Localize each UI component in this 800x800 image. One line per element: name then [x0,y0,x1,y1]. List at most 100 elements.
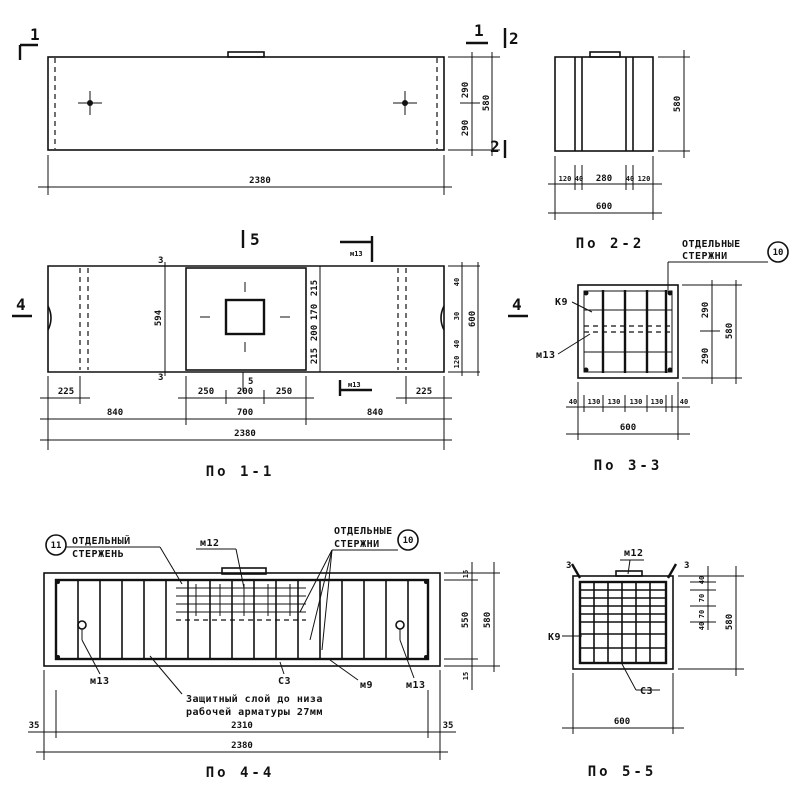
center-recess [185,267,307,371]
view-title: По 1-1 [206,464,275,480]
label-k9: К9 [555,297,568,308]
view-title: По 5-5 [588,764,657,780]
section-mark-right-bottom: 2 [490,137,500,156]
label-m12: м12 [624,548,644,559]
view-title: По 4-4 [206,765,275,781]
mark-3b: 3 [684,561,689,571]
dim-v-bottom: 15 [462,672,470,680]
dim-h-part: 120 [559,175,572,183]
dim-v-total: 580 [725,614,735,630]
callout-text-line1: ОТДЕЛЬНЫЕ [682,239,741,250]
dim-left-offset: 35 [29,721,40,731]
dim-total: 600 [614,717,630,727]
dim-v-far-right: 120 [453,356,461,369]
dim-v-total: 580 [483,612,493,628]
label-m13-right: м13 [406,680,426,691]
dim-h-part: 40 [575,175,583,183]
callout-circle [397,529,419,551]
dim-h-part: 40 [680,398,688,406]
label-top-right: м13 [350,250,363,258]
dim-h-part: 130 [630,398,643,406]
view-2-2: 580 120 40 280 40 120 600 По 2-2 [548,50,690,252]
label-c3: С3 [278,676,291,687]
dim-v-right-part: 215 [310,280,320,296]
dim-center: 700 [237,408,253,418]
lifting-loop [221,567,267,575]
view-title: По 2-2 [576,236,645,252]
callout-left-line2: СТЕРЖЕНЬ [72,549,124,560]
side-mark-left: 4 [16,295,26,314]
dim-v-top-part: 40 [698,576,706,584]
label-c3: С3 [640,686,653,697]
mark-3a: 3 [566,561,571,571]
callout-circle [767,241,789,263]
block-outline [47,265,445,373]
center-opening [224,298,266,336]
view-title: По 3-3 [594,458,663,474]
dim-edge-right: 225 [416,387,432,397]
dim-v-top-part: 40 [698,622,706,630]
dim-h-part: 130 [608,398,621,406]
block-outline [47,56,445,151]
dim-total: 2380 [249,176,271,186]
mark-3b: 3 [158,373,163,383]
dim-v-lower: 290 [461,120,471,136]
note-line2: рабочей арматуры 27мм [186,706,323,718]
section-mark-right-side: 2 [509,29,519,48]
dim-h-part: 130 [588,398,601,406]
label-bottom-right: м13 [348,381,361,389]
dim-v-right-part: 170 [310,304,320,320]
dim-v-right-part: 215 [310,348,320,364]
dim-v-total: 580 [482,95,492,111]
view-5-5: м12 3 3 К9 С3 40 70 70 40 580 600 По 5-5 [548,548,744,780]
section-mark-top: 5 [250,230,260,249]
dim-v-mid: 550 [461,612,471,628]
section-mark-left: 1 [30,25,40,44]
dim-h-part: 130 [651,398,664,406]
block-outline [577,284,679,379]
dim-center-part: 200 [237,387,253,397]
dim-v-top: 15 [462,570,470,578]
callout-left-line1: ОТДЕЛЬНЫЙ [72,534,131,547]
dim-side-left: 840 [107,408,123,418]
dim-v-upper: 290 [461,82,471,98]
dim-v-total: 600 [468,311,478,327]
label-k9: К9 [548,632,561,643]
mark-3a: 3 [158,256,163,266]
view-3-3: ОТДЕЛЬНЫЕ СТЕРЖНИ 10 К9 м13 290 290 580 … [536,239,789,474]
dim-center-part: 250 [198,387,214,397]
dim-v-right-part: 200 [310,325,320,341]
lifting-loop [589,51,621,58]
dim-v-far-right: 40 [453,340,461,348]
dim-v-upper: 290 [701,302,711,318]
callout-circle [45,534,67,556]
dim-total: 600 [620,423,636,433]
dim-v-far-right: 40 [453,278,461,286]
dim-h-part: 280 [596,174,612,184]
dim-h-part: 40 [626,175,634,183]
dim-v-top-part: 70 [698,610,706,618]
lifting-hole-icon [77,620,87,630]
section-mark-bottom: 5 [248,377,253,387]
callout-right-number: 10 [403,536,414,546]
dim-total: 600 [596,202,612,212]
side-mark-right: 4 [512,295,522,314]
crosshair-icon [78,91,102,115]
dim-v-lower: 290 [701,348,711,364]
elevation-view: 1 1 2 2 290 290 580 2380 [18,21,519,195]
label-m9: м9 [360,680,373,691]
dim-h-part: 120 [638,175,651,183]
dim-total: 2380 [234,429,256,439]
lifting-loop [227,51,265,58]
callout-right-line1: ОТДЕЛЬНЫЕ [334,526,393,537]
view-1-1: 594 3 3 215 170 200 215 5 5 4 4 м13 40 3… [12,230,528,480]
dim-side-right: 840 [367,408,383,418]
dim-total: 2380 [231,741,253,751]
dim-v-far-right: 30 [453,312,461,320]
dim-inner: 2310 [231,721,253,731]
callout-left-number: 11 [51,541,62,551]
lifting-hole-icon [395,620,405,630]
callout-right-line2: СТЕРЖНИ [334,539,380,550]
section-mark-right-top: 1 [474,21,484,40]
dim-v-total: 580 [673,96,683,112]
